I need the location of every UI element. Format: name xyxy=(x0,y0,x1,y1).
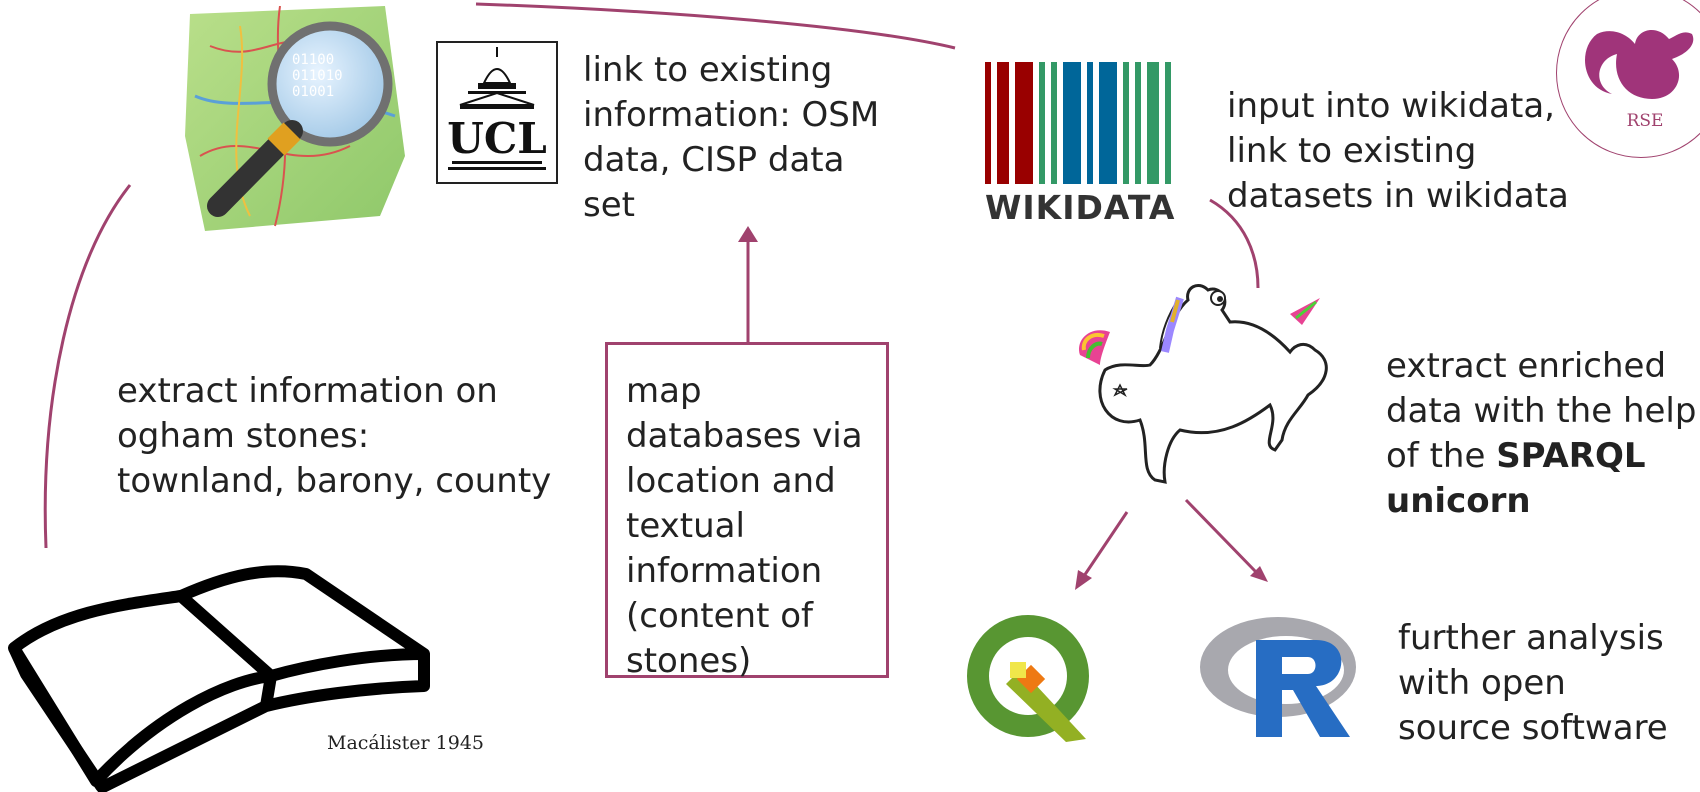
step-extract-enriched-prefix: extract enriched data with the help of t… xyxy=(1386,346,1697,476)
arrow-unicorn-to-qgis xyxy=(1082,511,1129,577)
step-link-existing: link to existing information: OSM data, … xyxy=(583,50,880,225)
step-map-databases: map databases via location and textual i… xyxy=(626,371,863,681)
wikidata-logo-icon xyxy=(985,62,1171,184)
ucl-logo-text: UCL xyxy=(447,114,547,163)
arrow-map-to-wikidata xyxy=(475,2,956,50)
r-logo-icon xyxy=(1200,617,1356,737)
arrow-book-to-map xyxy=(43,184,132,549)
step-further-analysis: further analysis with open source softwa… xyxy=(1398,618,1668,748)
rse-logo: RSE xyxy=(1556,0,1700,158)
rse-label: RSE xyxy=(1627,111,1664,131)
wikidata-logo-text: WIKIDATA xyxy=(985,188,1176,227)
step-extract-enriched: extract enriched data with the help of t… xyxy=(1386,344,1696,524)
step-extract-ogham: extract information on ogham stones: tow… xyxy=(117,371,552,501)
step-wikidata-input: input into wikidata, link to existing da… xyxy=(1227,86,1569,216)
book-caption: Macálister 1945 xyxy=(327,732,485,754)
map-databases-box: map databases via location and textual i… xyxy=(605,342,889,681)
arrow-wikidata-to-unicorn xyxy=(1209,198,1260,289)
ucl-logo-icon: UCL xyxy=(436,41,558,184)
sparql-unicorn-label: SPARQL unicorn xyxy=(1386,436,1646,521)
rse-squirrel-icon: RSE xyxy=(1585,29,1694,131)
arrow-unicorn-to-r xyxy=(1184,498,1258,574)
qgis-icon xyxy=(967,615,1089,742)
open-book-icon xyxy=(8,565,430,792)
unicorn-icon xyxy=(1079,284,1328,484)
